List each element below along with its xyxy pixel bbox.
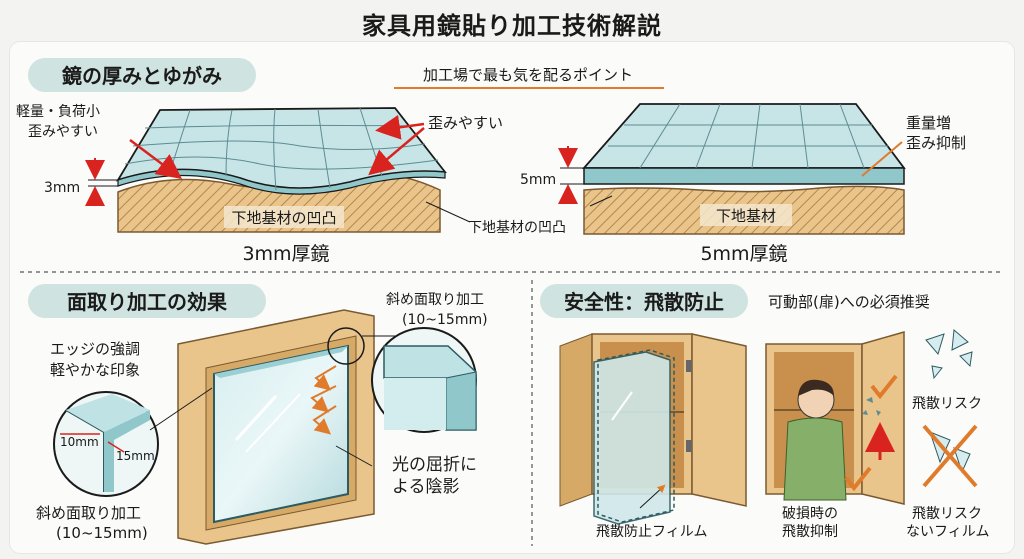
substrate-right-label: 下地基材 [716,207,776,225]
edge-note-line1: エッジの強調 [50,340,140,358]
bevel-bottom-line2: (10~15mm) [56,524,148,542]
nofilm-line2: ないフィルム [906,524,989,540]
right-note-line2: 歪み抑制 [906,134,966,152]
bevel-zoom-top [371,327,477,433]
bevel-top-line1: 斜め面取り加工 [386,292,484,308]
note-leader-right [861,141,903,177]
arrow-left-warp [129,139,182,179]
flying-shards [862,397,881,416]
caption-5mm: 5mm厚鏡 [700,243,787,265]
section2-header-pill [28,284,266,318]
no-film-icon [922,424,978,488]
refraction-line2: よる陰影 [392,477,460,497]
section3-subtitle: 可動部(扉)への必須推奨 [768,293,930,311]
edge-note-line2: 軽やかな印象 [50,361,140,379]
left-note-line1: 軽量・負荷小 [16,104,100,120]
left-note-line2: 歪みやすい [28,124,98,140]
glass-shards-icon [925,328,973,380]
section-safety: 安全性：飛散防止 可動部(扉)への必須推奨 飛散防止フィルム [540,284,989,540]
risk-label: 飛散リスク [912,396,982,412]
glass-5mm-edge [583,167,905,185]
section1-heading: 鏡の厚みとゆがみ [62,64,222,88]
section3-heading: 安全性：飛散防止 [564,290,724,314]
glass-grid-right [608,103,888,169]
section1-subtitle: 加工場で最も気を配るポイント [423,66,633,84]
nofilm-line1: 飛散リスク [912,506,982,522]
damage-line1: 破損時の [782,506,838,522]
detail-circle-top [327,327,365,365]
thickness-5mm-label: 5mm [520,172,556,188]
refraction-arrows [310,365,337,435]
dim-15mm: 15mm [116,449,155,463]
cabinet-with-person [765,331,905,505]
mirror-3mm-illustration: 軽量・負荷小 歪みやすい 歪みやすい 3mm 下地基材の凹凸 下地基材の凹凸 3… [16,104,566,265]
substrate-left-label: 下地基材の凹凸 [231,209,336,227]
warp-note: 歪みやすい [428,114,503,132]
mirror-5mm-illustration: 5mm 下地基材 重量増 歪み抑制 5mm厚鏡 [520,103,966,265]
section3-header-pill [540,284,748,318]
film-label: 飛散防止フィルム [596,524,707,540]
arrow-warp-1 [375,114,425,140]
right-note-line1: 重量増 [906,114,951,132]
dim-10mm: 10mm [60,435,99,449]
refraction-line1: 光の屈折に [392,455,477,475]
section-bevel: 面取り加工の効果 斜め面取り加工 (10~15mm) エッジの強調 軽やかな印象 [28,284,488,545]
bevel-top-line2: (10~15mm) [402,312,488,328]
thickness-3mm-label: 3mm [44,180,80,196]
bevel-bottom-line1: 斜め面取り加工 [36,504,141,522]
bevel-zoom-corner [53,391,159,497]
arrow-warp-2 [368,127,425,176]
substrate-mid-label: 下地基材の凹凸 [468,219,566,236]
section1-header-pill [28,58,256,92]
glass-3mm-edge [117,168,446,195]
caption-3mm: 3mm厚鏡 [242,243,329,265]
damage-line2: 飛散抑制 [782,524,838,540]
glass-5mm-top [582,103,906,169]
page-title: 家具用鏡貼り加工技術解説 [362,12,662,40]
section2-heading: 面取り加工の効果 [67,290,227,314]
section-thickness: 鏡の厚みとゆがみ 加工場で最も気を配るポイント 軽量・負荷小 歪みやすい 歪みや… [16,58,966,265]
cabinet-with-film [559,333,747,525]
